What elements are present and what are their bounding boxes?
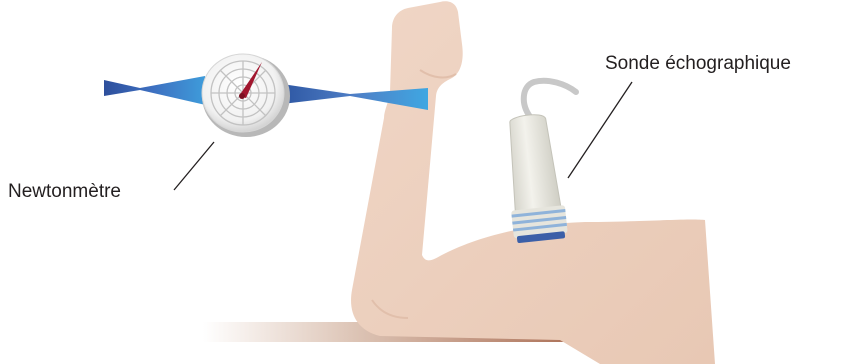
ultrasound-probe-icon (501, 112, 568, 243)
dynamometer-label: Newtonmètre (8, 182, 121, 201)
leader-line-dynamometer (174, 142, 214, 190)
strap-left (104, 76, 210, 106)
leader-line-probe (568, 82, 632, 178)
dial-pivot (239, 93, 245, 99)
probe-label: Sonde échographique (605, 54, 791, 73)
probe-cable (524, 81, 576, 118)
